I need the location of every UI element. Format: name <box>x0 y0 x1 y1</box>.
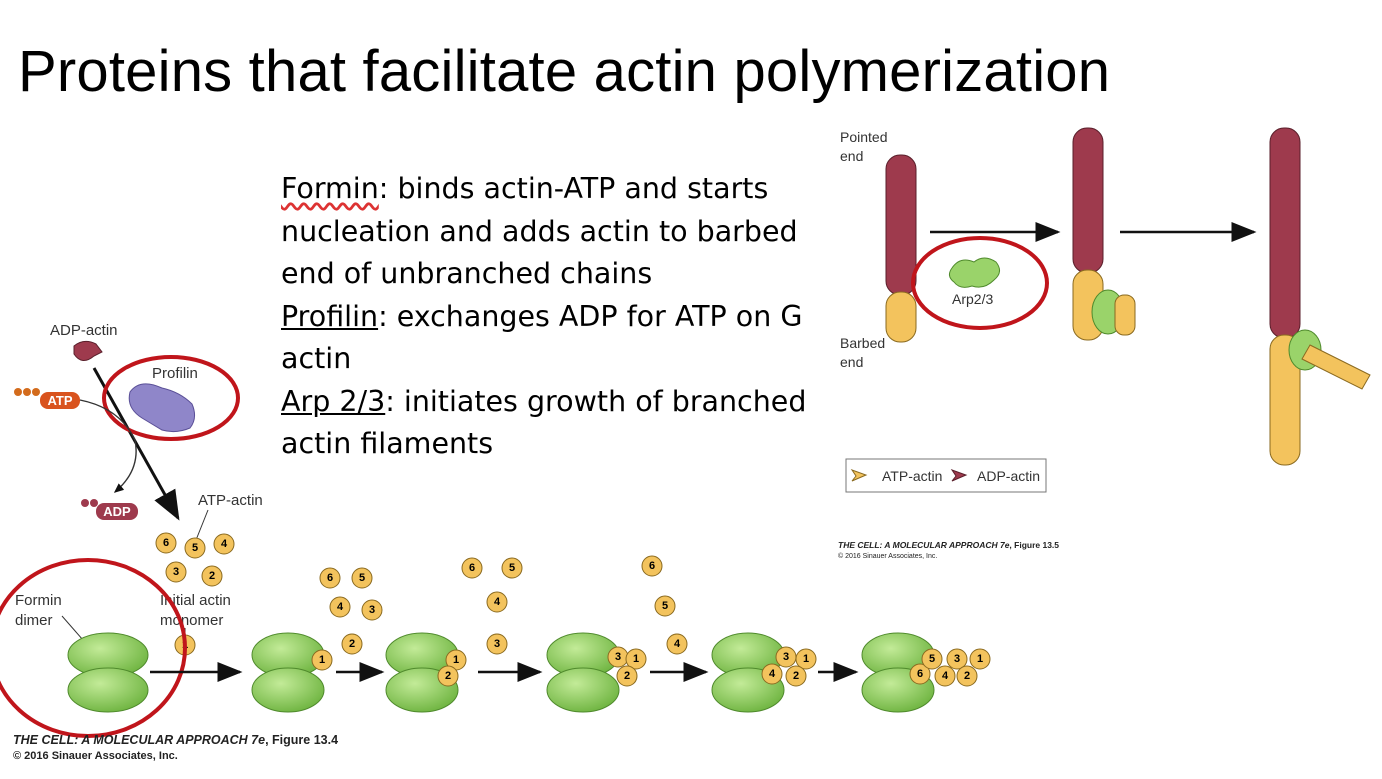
svg-text:1: 1 <box>633 653 639 665</box>
definition-profilin-text: : exchanges ADP for ATP on G actin <box>281 299 803 376</box>
svg-text:2: 2 <box>964 670 970 682</box>
svg-text:3: 3 <box>494 638 500 650</box>
label-formin-line1: Formin <box>15 592 62 609</box>
label-initial-line1: Initial actin <box>160 592 231 609</box>
svg-text:5: 5 <box>662 600 668 612</box>
term-profilin: Profilin <box>281 299 379 333</box>
label-atp: ATP <box>47 393 72 408</box>
formin-dimer-icon <box>67 632 149 713</box>
adp-actin-monomer-icon <box>73 340 103 361</box>
legend-atp-actin: ATP-actin <box>882 468 942 484</box>
credit-13-4-figure: , Figure 13.4 <box>265 733 338 747</box>
svg-text:6: 6 <box>649 560 655 572</box>
adp-molecule-icon: ADP <box>81 499 138 520</box>
svg-text:5: 5 <box>359 572 365 584</box>
svg-text:4: 4 <box>674 638 681 650</box>
label-profilin: Profilin <box>152 365 198 382</box>
legend-adp-actin-icon <box>950 469 968 482</box>
svg-text:3: 3 <box>783 651 789 663</box>
stage-6: 6 5 4 3 2 1 <box>861 632 991 713</box>
svg-text:6: 6 <box>469 562 475 574</box>
svg-text:4: 4 <box>221 538 228 550</box>
stage-3: 1 2 6 5 4 3 <box>385 557 523 713</box>
filament-with-arp23 <box>1072 127 1136 341</box>
label-pointed-line1: Pointed <box>840 129 887 145</box>
profilin-icon <box>128 383 196 433</box>
definition-arp23: Arp 2/3: initiates growth of branched ac… <box>281 381 826 466</box>
svg-text:2: 2 <box>445 670 451 682</box>
svg-text:3: 3 <box>369 604 375 616</box>
credit-13-5: THE CELL: A MOLECULAR APPROACH 7e, Figur… <box>838 540 1059 550</box>
svg-text:3: 3 <box>173 566 179 578</box>
label-adp: ADP <box>103 504 131 519</box>
label-initial-line2: monomer <box>160 612 223 629</box>
credit-13-4-title: THE CELL: A MOLECULAR APPROACH 7e <box>13 733 265 747</box>
svg-text:2: 2 <box>793 670 799 682</box>
atp-molecule-icon: ATP <box>14 388 80 409</box>
filament-unbranched <box>885 154 917 343</box>
definition-formin-text: : binds actin-ATP and starts nucleation … <box>281 172 798 290</box>
svg-text:4: 4 <box>494 596 501 608</box>
svg-text:4: 4 <box>942 670 949 682</box>
svg-text:3: 3 <box>954 653 960 665</box>
legend-adp-actin: ADP-actin <box>977 468 1040 484</box>
free-actin-monomers: 6 5 4 3 2 <box>155 532 235 587</box>
stage-2: 1 6 5 4 3 2 <box>251 567 383 713</box>
stage-4: 3 1 2 6 5 4 <box>546 555 688 713</box>
formin-highlight-circle <box>0 558 187 738</box>
label-adp-actin: ADP-actin <box>50 322 118 339</box>
stage-5: 4 3 1 2 <box>711 632 817 713</box>
arp23-highlight-circle <box>911 236 1049 330</box>
svg-text:4: 4 <box>337 601 344 613</box>
label-formin-line2: dimer <box>15 612 53 629</box>
svg-text:5: 5 <box>192 542 198 554</box>
label-arp23: Arp2/3 <box>952 291 993 307</box>
credit-13-5-figure: , Figure 13.5 <box>1009 540 1059 550</box>
svg-text:6: 6 <box>917 668 923 680</box>
definition-profilin: Profilin: exchanges ADP for ATP on G act… <box>281 296 826 381</box>
legend-atp-actin-icon <box>850 469 868 482</box>
definition-arp23-text: : initiates growth of branched actin fil… <box>281 384 807 461</box>
term-arp23: Arp 2/3 <box>281 384 386 418</box>
figure-13-5: Pointed end Barbed end Arp2/3 <box>838 127 1371 560</box>
svg-text:2: 2 <box>624 670 630 682</box>
filament-branched <box>1269 127 1371 466</box>
term-formin: Formin <box>281 172 379 205</box>
credit-13-5-title: THE CELL: A MOLECULAR APPROACH 7e <box>838 540 1010 550</box>
copyright-13-4: © 2016 Sinauer Associates, Inc. <box>13 750 178 762</box>
svg-text:1: 1 <box>319 654 325 666</box>
arp23-icon <box>948 257 1000 288</box>
svg-text:6: 6 <box>163 537 169 549</box>
svg-text:1: 1 <box>453 654 459 666</box>
legend-13-5: ATP-actin ADP-actin <box>845 458 1047 493</box>
label-pointed-line2: end <box>840 148 863 164</box>
label-barbed-line2: end <box>840 354 863 370</box>
definitions-text: Formin: binds actin-ATP and starts nucle… <box>281 168 826 466</box>
svg-text:4: 4 <box>769 668 776 680</box>
svg-text:2: 2 <box>209 570 215 582</box>
copyright-13-5: © 2016 Sinauer Associates, Inc. <box>838 552 937 560</box>
svg-text:1: 1 <box>803 653 809 665</box>
svg-text:1: 1 <box>977 653 983 665</box>
svg-text:5: 5 <box>509 562 515 574</box>
svg-text:6: 6 <box>327 572 333 584</box>
slide-title: Proteins that facilitate actin polymeriz… <box>18 39 1111 104</box>
credit-13-4: THE CELL: A MOLECULAR APPROACH 7e, Figur… <box>13 733 338 747</box>
svg-text:2: 2 <box>349 638 355 650</box>
figure-13-4: ADP-actin Profilin ATP ADP ATP-actin <box>0 322 991 762</box>
profilin-highlight-circle <box>102 355 240 441</box>
svg-text:3: 3 <box>615 651 621 663</box>
label-atp-actin: ATP-actin <box>198 492 263 509</box>
svg-text:5: 5 <box>929 653 935 665</box>
definition-formin: Formin: binds actin-ATP and starts nucle… <box>281 168 826 296</box>
label-barbed-line1: Barbed <box>840 335 885 351</box>
